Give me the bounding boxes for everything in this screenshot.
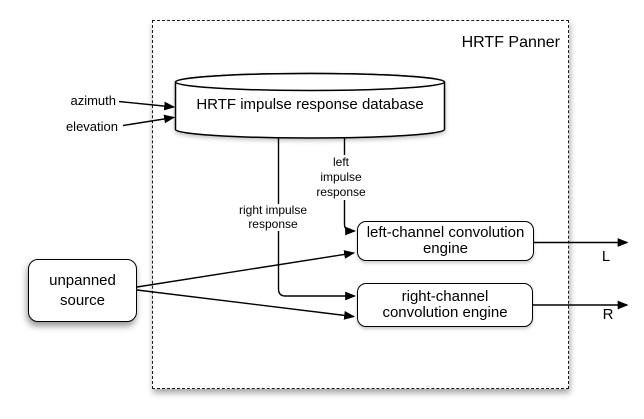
- database-label: HRTF impulse response database: [196, 96, 424, 113]
- left-convolution-engine-node: left-channel convolution engine: [357, 221, 534, 261]
- right-impulse-wire: [277, 137, 357, 301]
- hrtf-database-cylinder: [174, 72, 446, 139]
- left-convolution-engine-label: left-channel convolution engine: [366, 224, 525, 257]
- right-convolution-engine-label: right-channel convolution engine: [382, 288, 508, 321]
- unpanned-source-label: unpanned source: [49, 271, 116, 309]
- source-to-right-engine-wire: [136, 289, 356, 320]
- cylinder-top: [174, 72, 446, 92]
- right-impulse-label: right impulse response: [217, 203, 329, 231]
- left-impulse-wire: [343, 137, 357, 236]
- output-right-label: R: [602, 306, 614, 323]
- azimuth-arrow: [118, 100, 176, 111]
- elevation-label: elevation: [65, 119, 118, 134]
- panner-title: HRTF Panner: [461, 34, 560, 51]
- unpanned-source-node: unpanned source: [28, 259, 137, 322]
- panner-dashed-boundary: [152, 20, 569, 389]
- elevation-arrow: [122, 114, 176, 127]
- source-to-left-engine-wire: [136, 250, 356, 288]
- output-left-label: L: [601, 248, 611, 265]
- left-impulse-label: left impulse response: [295, 155, 387, 200]
- right-convolution-engine-node: right-channel convolution engine: [357, 283, 533, 327]
- azimuth-label: azimuth: [70, 93, 116, 108]
